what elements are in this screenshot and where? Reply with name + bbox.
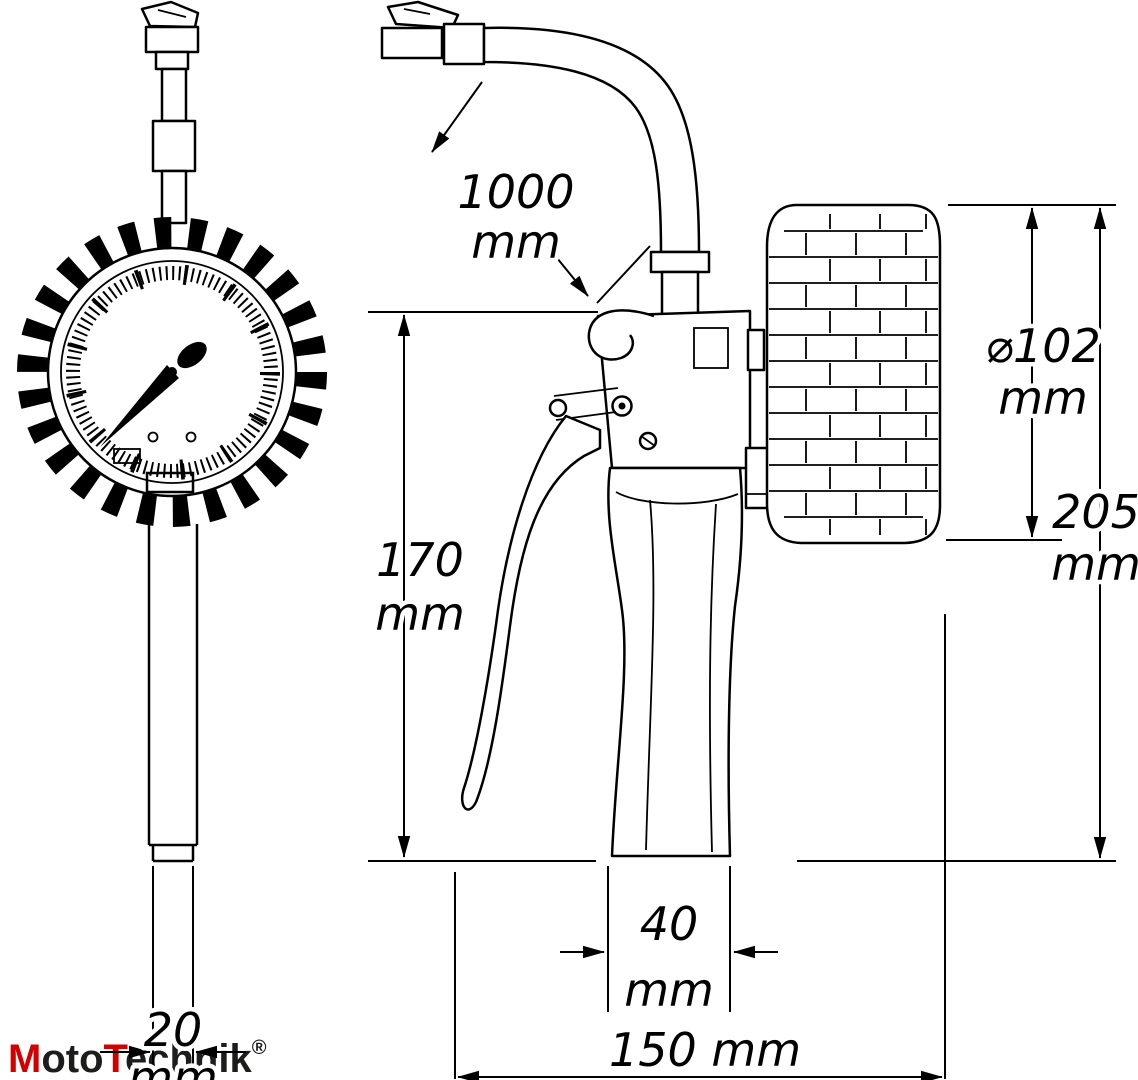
head-bolt-center <box>618 402 626 410</box>
gauge-dot-left <box>147 431 159 443</box>
dim-1000-leader-lower <box>547 246 589 297</box>
gun-linkage-upper <box>553 387 619 397</box>
gauge-needle-counterweight <box>177 341 207 369</box>
gauge-window-small <box>113 448 141 464</box>
gun-head-inset <box>693 327 729 369</box>
trigger-pivot <box>548 398 568 418</box>
gauge-window-large <box>145 471 195 494</box>
drum-ribs <box>769 214 938 535</box>
front-chuck-lever <box>140 0 200 29</box>
dim-102-unit: mm <box>998 371 1088 425</box>
front-neck <box>160 169 188 225</box>
grip-contour-right <box>709 503 717 853</box>
head-drum-connector <box>746 328 766 372</box>
side-chuck-nut <box>442 22 486 66</box>
logo-part-echnik: echnik <box>125 1037 252 1080</box>
side-chuck-lever-detail <box>403 8 431 15</box>
gauge-dot-right <box>185 431 197 443</box>
dim-170-unit: mm <box>375 587 465 641</box>
gauge-needle <box>100 365 179 447</box>
trigger <box>460 414 602 811</box>
front-stem-upper <box>160 67 188 123</box>
dim-1000-value: 1000 <box>457 165 574 219</box>
front-chuck-head <box>144 25 200 54</box>
dim-20-value: 20 <box>144 1003 203 1057</box>
logo-registered-mark: ® <box>252 1037 267 1059</box>
dim-20-unit: mm <box>128 1051 218 1080</box>
grip <box>607 466 744 858</box>
dim-1000-slash <box>596 245 651 304</box>
grip-contour-top <box>615 491 739 505</box>
dim-40-value: 40 <box>640 897 699 951</box>
logo-part-oto: oto <box>41 1037 103 1080</box>
dim-1000-leader-upper <box>431 81 483 153</box>
side-chuck-head <box>380 26 444 60</box>
dimensions: 1000 mm 170 mm ⌀102 mm 205 mm 40 mm 150 … <box>100 81 1138 1080</box>
hose-fitting-stem <box>660 270 700 318</box>
front-collar <box>151 119 197 173</box>
logo-part-m: M <box>8 1037 41 1080</box>
gauge-rubber-teeth <box>17 217 327 527</box>
hose-fitting-collar <box>649 250 711 274</box>
gauge-major-ticks <box>64 264 280 480</box>
logo-part-t: T <box>104 1037 128 1080</box>
dim-205-value: 205 <box>1052 485 1138 539</box>
dim-205-unit: mm <box>1051 537 1138 591</box>
front-chuck-nut <box>154 50 190 71</box>
deflate-valve <box>744 446 770 510</box>
front-chuck-lever-detail <box>157 9 187 18</box>
head-bolt <box>611 395 633 417</box>
side-view <box>380 0 942 858</box>
gauge-bezel-ring <box>60 260 284 484</box>
dim-40-unit: mm <box>624 963 714 1017</box>
dim-1000-unit: mm <box>471 215 561 269</box>
front-view <box>17 0 327 863</box>
logo-mototechnik: MotoTechnik® <box>8 1037 267 1080</box>
dim-102-value: ⌀102 <box>985 319 1101 373</box>
dim-150-label: 150 mm <box>609 1023 801 1077</box>
grip-contour-left <box>645 499 655 851</box>
gun-head-hook <box>587 309 655 361</box>
gauge-hub <box>167 367 177 377</box>
dim-170-value: 170 <box>376 533 464 587</box>
drum-gauge-outline <box>765 203 942 545</box>
head-screw <box>638 431 658 451</box>
head-screw-slot <box>640 435 656 447</box>
